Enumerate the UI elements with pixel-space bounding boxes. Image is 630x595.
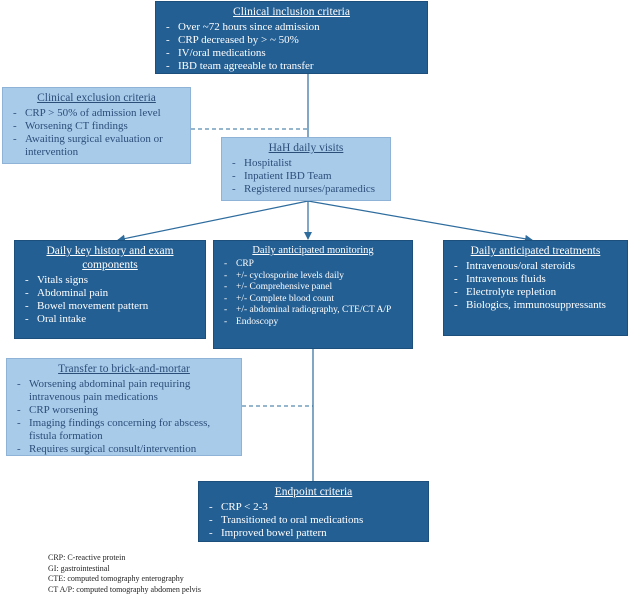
list-item: CRP < 2-3 [207,501,420,514]
list-item: Vitals signs [23,274,197,287]
list-item: Worsening CT findings [11,120,182,133]
list-item: Bowel movement pattern [23,300,197,313]
daily-history-exam-list: Vitals signs Abdominal pain Bowel moveme… [23,274,197,326]
hah-daily-visits-box: HaH daily visits Hospitalist Inpatient I… [221,137,391,201]
daily-history-exam-box: Daily key history and exam components Vi… [14,240,206,339]
list-item: Intravenous fluids [452,273,619,286]
list-item: Intravenous/oral steroids [452,260,619,273]
list-item: Inpatient IBD Team [230,170,382,183]
daily-treatments-title: Daily anticipated treatments [452,244,619,258]
exclusion-criteria-box: Clinical exclusion criteria CRP > 50% of… [2,87,191,164]
list-item: +/- abdominal radiography, CTE/CT A/P [222,305,404,317]
list-item: CRP worsening [15,404,233,417]
transfer-box: Transfer to brick-and-mortar Worsening a… [6,358,242,456]
list-item: Worsening abdominal pain requiring intra… [15,378,233,404]
abbreviation-line: GI: gastrointestinal [48,564,201,575]
exclusion-criteria-title: Clinical exclusion criteria [11,91,182,105]
list-item: Over ~72 hours since admission [164,21,419,34]
arrow-to-treatments [308,201,532,240]
list-item: Oral intake [23,313,197,326]
list-item: Hospitalist [230,157,382,170]
list-item: Imaging findings concerning for abscess,… [15,417,233,443]
daily-history-exam-title: Daily key history and exam components [23,244,197,272]
list-item: Awaiting surgical evaluation or interven… [11,133,182,159]
list-item: Abdominal pain [23,287,197,300]
list-item: +/- Comprehensive panel [222,282,404,294]
endpoint-criteria-list: CRP < 2-3 Transitioned to oral medicatio… [207,501,420,540]
daily-monitoring-title: Daily anticipated monitoring [222,244,404,257]
list-item: Registered nurses/paramedics [230,183,382,196]
list-item: IV/oral medications [164,47,419,60]
daily-monitoring-box: Daily anticipated monitoring CRP +/- cyc… [213,240,413,349]
list-item: Requires surgical consult/intervention [15,443,233,456]
transfer-title: Transfer to brick-and-mortar [15,362,233,376]
inclusion-criteria-box: Clinical inclusion criteria Over ~72 hou… [155,1,428,74]
daily-treatments-list: Intravenous/oral steroids Intravenous fl… [452,260,619,312]
list-item: IBD team agreeable to transfer [164,60,419,73]
daily-treatments-box: Daily anticipated treatments Intravenous… [443,240,628,336]
daily-monitoring-list: CRP +/- cyclosporine levels daily +/- Co… [222,259,404,328]
list-item: CRP > 50% of admission level [11,107,182,120]
abbreviations-legend: CRP: C-reactive protein GI: gastrointest… [48,553,201,595]
list-item: Electrolyte repletion [452,286,619,299]
list-item: +/- Complete blood count [222,294,404,306]
abbreviation-line: CT A/P: computed tomography abdomen pelv… [48,585,201,595]
abbreviation-line: CTE: computed tomography enterography [48,574,201,585]
abbreviation-line: CRP: C-reactive protein [48,553,201,564]
hah-daily-visits-list: Hospitalist Inpatient IBD Team Registere… [230,157,382,196]
inclusion-criteria-title: Clinical inclusion criteria [164,5,419,19]
hah-daily-visits-title: HaH daily visits [230,141,382,155]
list-item: Transitioned to oral medications [207,514,420,527]
arrow-to-history [118,201,308,240]
list-item: +/- cyclosporine levels daily [222,271,404,283]
list-item: Endoscopy [222,317,404,329]
list-item: CRP decreased by > ~ 50% [164,34,419,47]
endpoint-criteria-box: Endpoint criteria CRP < 2-3 Transitioned… [198,481,429,542]
inclusion-criteria-list: Over ~72 hours since admission CRP decre… [164,21,419,73]
list-item: CRP [222,259,404,271]
list-item: Biologics, immunosuppressants [452,299,619,312]
list-item: Improved bowel pattern [207,527,420,540]
exclusion-criteria-list: CRP > 50% of admission level Worsening C… [11,107,182,159]
endpoint-criteria-title: Endpoint criteria [207,485,420,499]
transfer-list: Worsening abdominal pain requiring intra… [15,378,233,456]
